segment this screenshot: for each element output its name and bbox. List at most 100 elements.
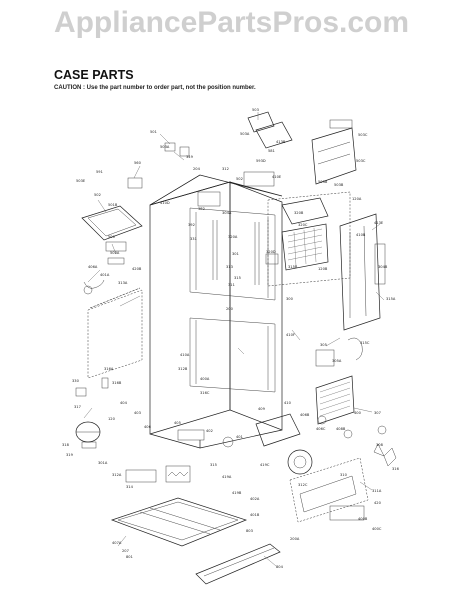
- part-label: 307: [374, 411, 381, 415]
- compressor: [75, 421, 101, 449]
- part-label: 501: [150, 130, 157, 134]
- part-label: 316: [392, 467, 400, 471]
- rear-cover: [289, 457, 369, 523]
- watermark-logo-text: AppliancePartsPros.com: [53, 6, 410, 39]
- part-label: 315B: [288, 265, 298, 269]
- part-label: 401A: [100, 273, 110, 277]
- part-label: 320D: [266, 250, 276, 254]
- part-label: 312A: [112, 473, 122, 477]
- part-label: 413B: [276, 140, 286, 144]
- part-label: 402: [206, 429, 213, 433]
- part-label: 349: [186, 155, 194, 159]
- part-label: 320A: [228, 235, 238, 239]
- part-label: 317: [74, 405, 81, 409]
- part-label: 503: [252, 108, 259, 112]
- part-label: 410B: [356, 233, 366, 237]
- page-title: CASE PARTS: [54, 68, 134, 82]
- part-label: 204: [193, 167, 201, 171]
- part-label: 120: [108, 417, 116, 421]
- part-label: 311A: [372, 489, 382, 493]
- condenser: [315, 337, 363, 425]
- part-label: 308: [376, 443, 384, 447]
- part-label: 120B: [318, 267, 328, 271]
- part-label: 405: [174, 421, 181, 425]
- part-label: 407A: [112, 541, 122, 545]
- part-label: 593D: [256, 159, 266, 163]
- part-label: 591: [96, 170, 103, 174]
- part-label: 315: [234, 276, 241, 280]
- part-label: 312B: [178, 367, 188, 371]
- part-label: 400B: [358, 517, 368, 521]
- shelf-cover: [81, 142, 190, 265]
- part-label: 502: [236, 177, 243, 181]
- part-label: 400A: [200, 377, 210, 381]
- part-label: 400: [354, 411, 362, 415]
- part-label: 410A: [180, 353, 190, 357]
- part-label: 315C: [360, 341, 370, 345]
- side-panel: [87, 287, 143, 379]
- part-label: 503C: [356, 159, 366, 163]
- part-label: 560: [134, 161, 142, 165]
- part-label: 310: [340, 473, 348, 477]
- part-label: 301A: [98, 461, 108, 465]
- leader-lines: [83, 112, 385, 567]
- part-label: 404: [120, 401, 128, 405]
- top-hinge-assembly: [247, 111, 357, 185]
- part-label: 316A: [104, 367, 114, 371]
- part-label: 318: [62, 443, 70, 447]
- caution-note: CAUTION : Use the part number to order p…: [54, 85, 256, 91]
- base-grille: [195, 543, 281, 585]
- part-label: 402A: [250, 497, 260, 501]
- part-label: 330: [72, 379, 80, 383]
- part-label: 502: [94, 193, 101, 197]
- part-label: 313: [226, 265, 233, 269]
- part-label: 301: [232, 252, 239, 256]
- evaporator-cover-group: [265, 191, 351, 287]
- part-label: 500A: [110, 251, 120, 255]
- part-label: 503B: [318, 180, 328, 184]
- part-label: 406C: [316, 427, 326, 431]
- part-label: 804: [276, 565, 284, 569]
- part-label: 305A: [332, 359, 342, 363]
- fan-assembly: [255, 413, 397, 475]
- part-label: 420: [374, 501, 382, 505]
- part-label: 304B: [378, 265, 388, 269]
- part-label: 419C: [260, 463, 270, 467]
- part-label: 408B: [336, 427, 346, 431]
- cabinet-body: [149, 171, 283, 449]
- part-label: 410: [284, 401, 292, 405]
- part-label: 313A: [118, 281, 128, 285]
- part-label: 503B: [334, 183, 344, 187]
- part-label: 803: [246, 529, 253, 533]
- part-label: 304A: [222, 211, 232, 215]
- part-label: 312: [222, 167, 229, 171]
- part-label: 200A: [290, 537, 300, 541]
- part-label: 382: [198, 207, 205, 211]
- part-label: 403: [134, 411, 141, 415]
- part-label: 207: [122, 549, 129, 553]
- part-label: 314: [126, 485, 134, 489]
- part-label: 503A: [240, 132, 250, 136]
- part-label: 801: [126, 555, 133, 559]
- part-label: 315: [210, 463, 217, 467]
- part-label: 311: [228, 283, 235, 287]
- power-cord: [75, 279, 109, 397]
- part-label: 406A: [88, 265, 98, 269]
- part-label: 200: [226, 307, 234, 311]
- part-label: 503A: [160, 145, 170, 149]
- machine-room-base: [110, 429, 248, 547]
- part-label: 400C: [372, 527, 382, 531]
- part-label: 320C: [298, 223, 308, 227]
- part-label: 320B: [294, 211, 304, 215]
- part-label: 410F: [286, 333, 295, 337]
- part-label: 410E: [272, 175, 282, 179]
- part-label: 501B: [108, 203, 118, 207]
- part-label: 419B: [232, 491, 242, 495]
- part-label: 406: [144, 425, 152, 429]
- part-label: 300: [286, 297, 294, 301]
- part-label: 500: [108, 235, 116, 239]
- part-label: 401: [236, 435, 243, 439]
- part-label: 503E: [76, 179, 86, 183]
- part-label: 312C: [298, 483, 308, 487]
